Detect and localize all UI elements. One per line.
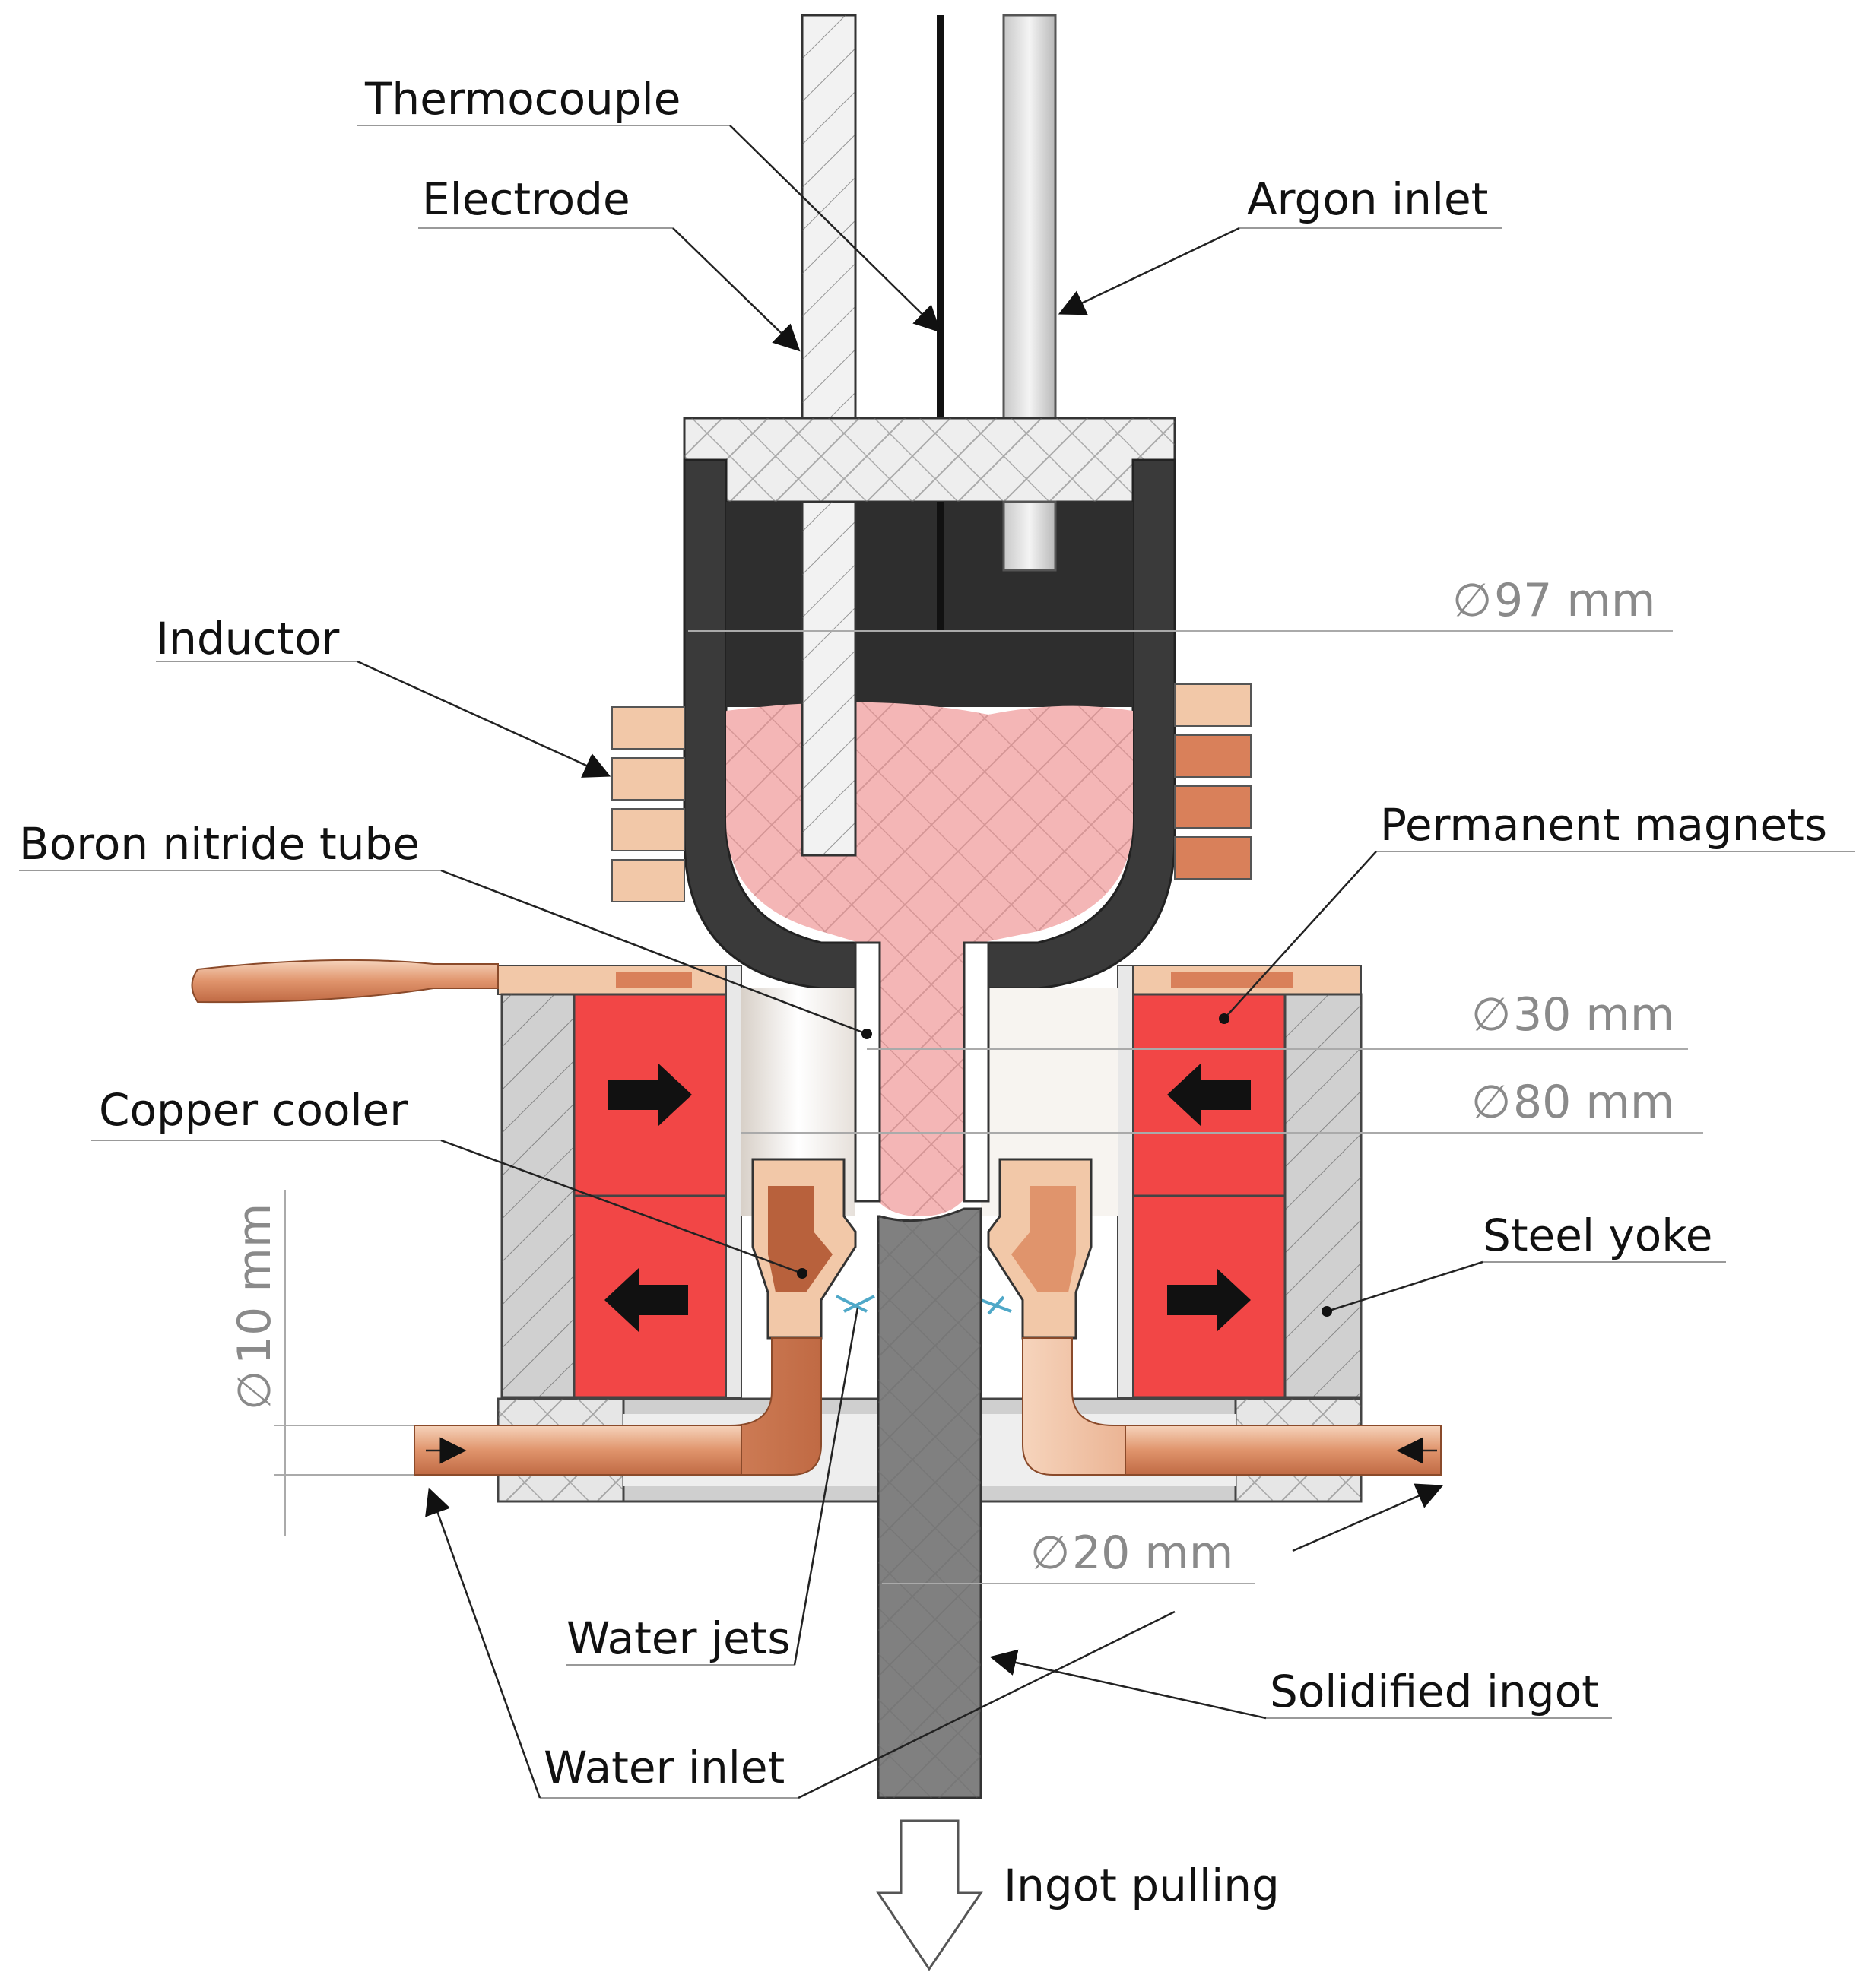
arrow-right-icon — [1167, 1268, 1251, 1332]
leader-lines — [19, 125, 1855, 1799]
label-ingot-pulling: Ingot pulling — [1004, 1860, 1280, 1911]
crucible — [683, 458, 1176, 990]
label-steel-yoke: Steel yoke — [1483, 1210, 1713, 1261]
label-copper-cooler: Copper cooler — [99, 1084, 408, 1136]
label-inductor: Inductor — [156, 613, 340, 664]
copper-cooler — [751, 1158, 1093, 1340]
dimension-lines — [274, 630, 1703, 1584]
side-pipe — [191, 959, 499, 1004]
dim-pipe-diameter: 10 mm — [228, 1203, 281, 1365]
label-water-jets: Water jets — [566, 1612, 791, 1664]
label-permanent-magnets: Permanent magnets — [1380, 799, 1827, 851]
water-jets — [836, 1295, 1012, 1315]
ingot-pulling-arrow — [876, 1819, 983, 1971]
dim-symbol: ∅ — [1471, 1076, 1511, 1129]
dim-symbol: ∅ — [1471, 988, 1511, 1042]
dim-symbol: ∅ — [1452, 574, 1492, 627]
arrow-left-icon — [604, 1268, 688, 1332]
label-boron-nitride-tube: Boron nitride tube — [19, 818, 420, 870]
dim-crucible-diameter: 97 mm — [1494, 574, 1655, 627]
dim-tube-diameter: 30 mm — [1513, 988, 1674, 1042]
arrow-right-icon — [608, 1063, 692, 1127]
dim-ingot-diameter: 20 mm — [1072, 1527, 1233, 1580]
label-electrode: Electrode — [422, 173, 630, 225]
dim-bore-diameter: 80 mm — [1513, 1076, 1674, 1129]
crucible-cap — [683, 417, 1176, 503]
permanent-magnets — [573, 993, 1287, 1399]
dim-symbol: ∅ — [1030, 1527, 1070, 1580]
steel-yoke — [500, 993, 1363, 1399]
label-thermocouple: Thermocouple — [364, 73, 681, 125]
label-argon-inlet: Argon inlet — [1247, 173, 1488, 225]
label-solidified-ingot: Solidified ingot — [1270, 1666, 1599, 1717]
dim-symbol: ∅ — [228, 1371, 281, 1410]
water-pipes — [414, 1337, 1442, 1476]
arrow-left-icon — [1167, 1063, 1251, 1127]
boron-nitride-tube — [854, 941, 990, 1203]
magnet-arrows — [604, 1063, 1251, 1332]
solidified-ingot — [877, 1207, 982, 1799]
inductor — [611, 683, 1252, 902]
label-water-inlet: Water inlet — [544, 1742, 785, 1793]
